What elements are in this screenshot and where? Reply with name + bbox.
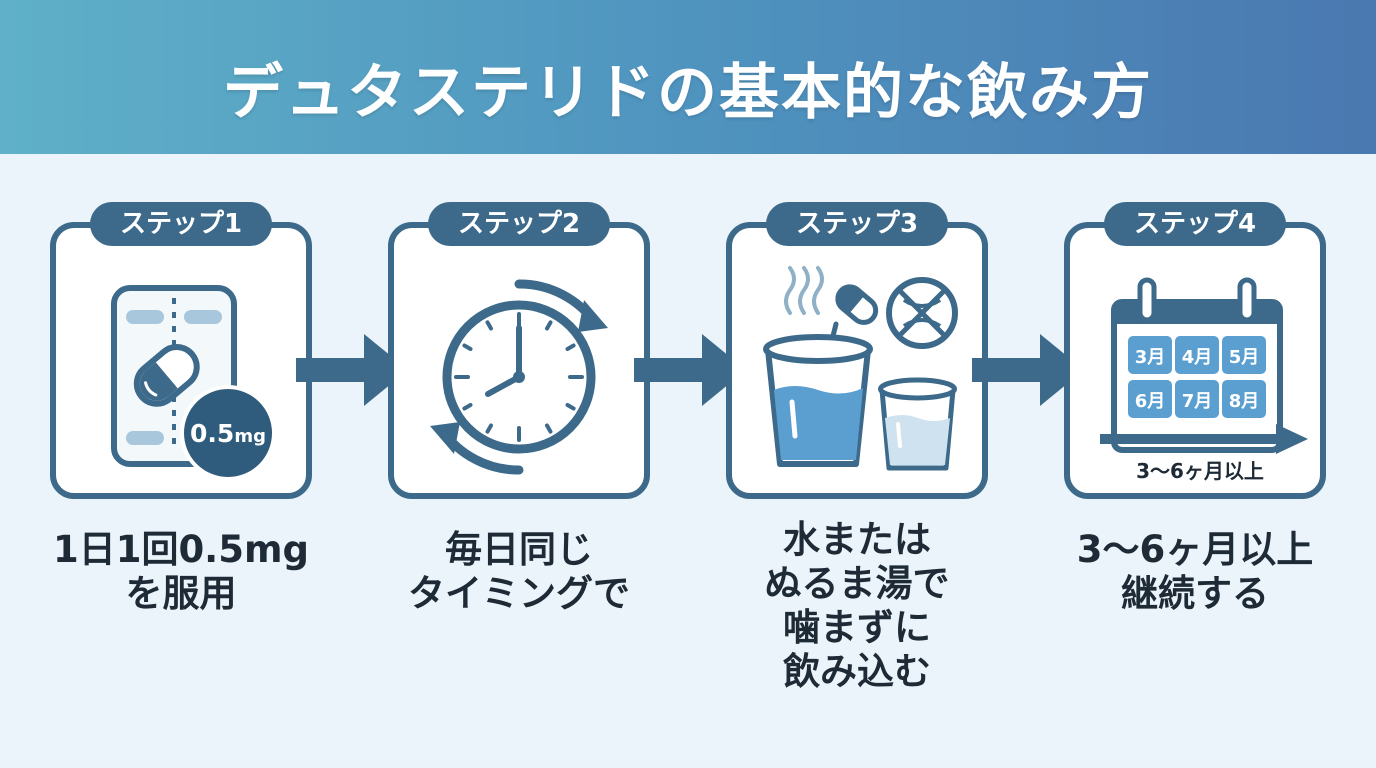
step-1-label: ステップ1 xyxy=(90,202,272,246)
caption-line: 飲み込む xyxy=(783,650,931,693)
pill-blister-icon: 0.5mg xyxy=(111,285,276,481)
arrow-right-icon xyxy=(972,334,1084,406)
month-grid: 3月 4月 5月 6月 7月 8月 xyxy=(1128,336,1266,418)
caption-line: 水または xyxy=(783,518,931,561)
step-3-caption: 水または ぬるま湯で 噛まずに 飲み込む xyxy=(707,518,1007,694)
dose-unit: mg xyxy=(234,426,266,447)
caption-line: 1日1回0.5mg xyxy=(52,528,310,571)
calendar-icon: 3月 4月 5月 6月 7月 8月 3〜6ヶ月以上 xyxy=(1100,277,1308,483)
caption-line: ぬるま湯で xyxy=(764,562,950,605)
month-cell xyxy=(1222,336,1266,374)
caption-line: 毎日同じ xyxy=(445,528,593,571)
capsule-icon xyxy=(835,284,879,325)
clock-ticks xyxy=(454,312,584,442)
arrow-right-icon xyxy=(296,334,408,406)
step-2-caption: 毎日同じ タイミングで xyxy=(369,528,669,616)
header-banner: デュタステリドの基本的な飲み方 xyxy=(0,0,1376,154)
caption-line: 3〜6ヶ月以上 xyxy=(1076,528,1314,571)
step-4-label: ステップ4 xyxy=(1104,202,1286,246)
step-3-card xyxy=(726,222,988,499)
month-label: 5月 xyxy=(1229,347,1260,368)
month-cell xyxy=(1175,336,1219,374)
page-title: デュタステリドの基本的な飲み方 xyxy=(223,58,1153,128)
step-2-label: ステップ2 xyxy=(428,202,610,246)
month-label: 4月 xyxy=(1182,347,1213,368)
steam-icon xyxy=(784,266,824,315)
step-3-label: ステップ3 xyxy=(766,202,948,246)
dose-number: 0.5 xyxy=(190,419,234,448)
month-label: 6月 xyxy=(1135,391,1166,412)
month-cell xyxy=(1175,380,1219,418)
dose-badge-text: 0.5mg xyxy=(190,419,266,448)
arrow-right-icon xyxy=(634,334,746,406)
month-label: 8月 xyxy=(1229,391,1260,412)
step-4-card: 3月 4月 5月 6月 7月 8月 3〜6ヶ月以上 xyxy=(1064,222,1326,499)
month-label: 7月 xyxy=(1182,391,1213,412)
water-glass-icon xyxy=(763,266,958,471)
month-cell xyxy=(1128,336,1172,374)
timeline-arrow xyxy=(1100,434,1280,444)
step-1-card: 0.5mg xyxy=(50,222,312,499)
month-label: 3月 xyxy=(1135,347,1166,368)
duration-label: 3〜6ヶ月以上 xyxy=(1136,459,1264,483)
caption-line: タイミングで xyxy=(408,572,630,615)
clock-cycle-icon xyxy=(430,279,608,475)
caption-line: を服用 xyxy=(125,572,237,615)
step-4-caption: 3〜6ヶ月以上 継続する xyxy=(1045,528,1345,616)
month-cell xyxy=(1222,380,1266,418)
caption-line: 噛まずに xyxy=(783,606,931,649)
no-chewing-icon xyxy=(886,277,958,349)
step-2-card xyxy=(388,222,650,499)
step-1-caption: 1日1回0.5mg を服用 xyxy=(31,528,331,616)
caption-line: 継続する xyxy=(1121,572,1269,615)
month-cell xyxy=(1128,380,1172,418)
